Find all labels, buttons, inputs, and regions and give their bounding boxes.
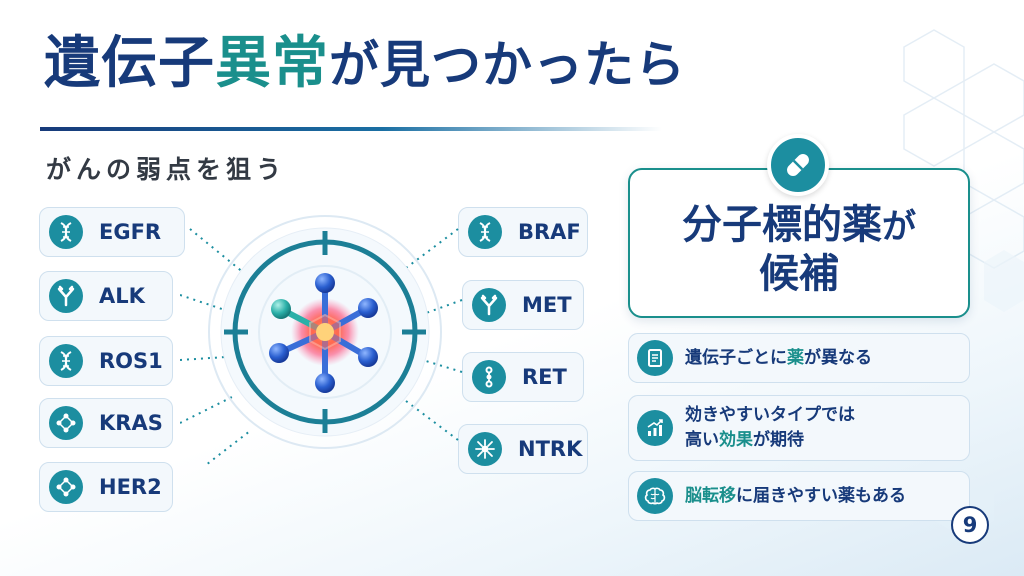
title-part-gene: 遺伝子: [44, 31, 215, 96]
feature-highlight: 脳転移: [685, 485, 736, 506]
chain-icon: [472, 360, 506, 394]
feature-text-part: が期待: [753, 430, 804, 450]
feature-card-brain-metastasis: 脳転移に届きやすい薬もある: [628, 471, 970, 521]
feature-text-line: 高い効果が期待: [685, 428, 855, 453]
gene-label: KRAS: [99, 411, 163, 435]
feature-text: 効きやすいタイプでは 高い効果が期待: [685, 403, 855, 453]
connector-line: [189, 228, 245, 274]
feature-card-drug-per-gene: 遺伝子ごとに薬が異なる: [628, 333, 970, 383]
gene-label: ROS1: [99, 349, 163, 373]
feature-card-high-effect: 効きやすいタイプでは 高い効果が期待: [628, 395, 970, 461]
connector-line: [425, 299, 463, 314]
molecule-icon: [49, 406, 83, 440]
target-molecule-illustration: [180, 215, 463, 465]
gene-card-kras: KRAS: [39, 398, 173, 448]
feature-text-part: 遺伝子ごとに: [685, 347, 787, 368]
gene-card-met: MET: [462, 280, 584, 330]
subtitle: がんの弱点を狙う: [46, 155, 287, 184]
feature-text-part: に届きやすい薬もある: [736, 485, 906, 506]
connector-line: [204, 430, 251, 465]
feature-text: 脳転移に届きやすい薬もある: [685, 484, 906, 509]
gene-label: BRAF: [518, 220, 581, 244]
recommendation-box: 分子標的薬が 候補: [628, 168, 970, 318]
connector-line: [180, 394, 237, 424]
gene-label: NTRK: [518, 437, 583, 461]
title-underline: [40, 127, 662, 131]
gene-card-braf: BRAF: [458, 207, 588, 257]
gene-label: HER2: [99, 475, 162, 499]
gene-card-ros1: ROS1: [39, 336, 173, 386]
connector-line: [425, 360, 463, 373]
page-number: 9: [951, 506, 989, 544]
dna-icon: [468, 215, 502, 249]
antibody-icon: [472, 288, 506, 322]
gene-label: MET: [522, 293, 572, 317]
feature-highlight: 効果: [719, 430, 753, 450]
gene-card-ntrk: NTRK: [458, 424, 588, 474]
chart-up-icon: [637, 410, 673, 446]
document-icon: [637, 340, 673, 376]
dna-icon: [49, 215, 83, 249]
feature-text-part: 高い: [685, 430, 719, 450]
title-part-found: 見つかったら: [380, 36, 686, 94]
connector-line: [180, 294, 229, 312]
gene-card-her2: HER2: [39, 462, 173, 512]
recommendation-particle: が: [882, 207, 916, 247]
connector-line: [401, 228, 459, 272]
neuron-icon: [468, 432, 502, 466]
brain-icon: [637, 478, 673, 514]
gene-card-alk: ALK: [39, 271, 173, 321]
gene-label: ALK: [99, 284, 145, 308]
pill-icon: [767, 134, 829, 196]
connector-line: [180, 356, 227, 361]
recommendation-drug: 分子標的薬: [682, 202, 882, 248]
title-part-abnormality: 異常: [215, 31, 329, 96]
gene-card-egfr: EGFR: [39, 207, 185, 257]
gene-label: EGFR: [99, 220, 162, 244]
gene-label: RET: [522, 365, 567, 389]
recommendation-candidate: 候補: [759, 251, 839, 297]
antibody-icon: [49, 279, 83, 313]
molecule-icon: [49, 470, 83, 504]
gene-card-ret: RET: [462, 352, 584, 402]
feature-text: 遺伝子ごとに薬が異なる: [685, 346, 872, 371]
title-part-ga: が: [329, 36, 380, 94]
feature-text-line: 効きやすいタイプでは: [685, 405, 855, 425]
feature-text-part: が異なる: [804, 347, 872, 368]
feature-highlight: 薬: [787, 347, 804, 368]
dna-icon: [49, 344, 83, 378]
recommendation-title: 分子標的薬が: [630, 202, 968, 250]
page-title: 遺伝子異常が見つかったら: [44, 28, 686, 101]
